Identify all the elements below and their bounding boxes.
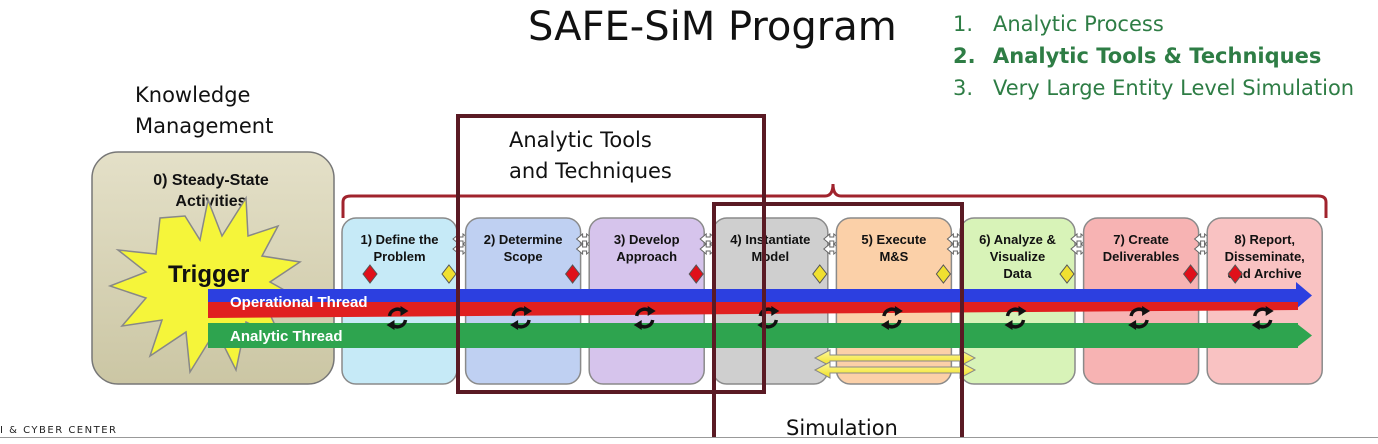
red-diamond-icon xyxy=(1182,264,1199,284)
step-label-line: Problem xyxy=(373,249,425,264)
operational-thread-label: Operational Thread xyxy=(230,294,368,311)
operational-thread-red xyxy=(208,302,1298,318)
cycles-group xyxy=(386,306,1274,330)
step-label-line: 8) Report, xyxy=(1234,232,1295,247)
analytic-tools-label: Analytic Tools and Techniques xyxy=(509,125,672,187)
yellow-diamond-icon xyxy=(812,264,828,284)
page-title: SAFE-SiM Program xyxy=(528,4,897,50)
knowledge-management-label: Knowledge Management xyxy=(135,80,273,142)
analytic-thread-arrowhead xyxy=(1296,323,1312,348)
step-label-line: Visualize xyxy=(990,249,1045,264)
cycle-icon xyxy=(510,306,533,330)
cycle-icon xyxy=(1251,306,1274,330)
footer-text: I & CYBER CENTER xyxy=(0,425,118,436)
outline-text: Very Large Entity Level Simulation xyxy=(993,76,1355,100)
step-label-line: 2) Determine xyxy=(484,232,563,247)
outline-number: 2. xyxy=(953,44,976,68)
yellow-diamond-icon xyxy=(935,264,952,284)
operational-thread-blue xyxy=(208,289,1298,302)
step-label-line: 4) Instantiate xyxy=(730,232,810,247)
step-label-line: 7) Create xyxy=(1113,232,1169,247)
red-diamond-icon xyxy=(1227,264,1243,284)
cycle-icon xyxy=(633,306,656,330)
outline-number: 1. xyxy=(953,12,974,36)
att-line-2: and Techniques xyxy=(509,159,672,183)
outline-item-3: 3. Very Large Entity Level Simulation xyxy=(953,72,1354,104)
outline-list: 1. Analytic Process 2. Analytic Tools & Te… xyxy=(953,8,1354,104)
red-diamond-icon xyxy=(564,264,581,284)
operational-thread-arrowhead xyxy=(1296,282,1312,309)
step-label-line: 5) Execute xyxy=(861,232,926,247)
steady-state-line-1: 0) Steady-State xyxy=(153,172,269,189)
analytic-thread-label: Analytic Thread xyxy=(230,328,343,345)
threads-group: Operational Thread Analytic Thread xyxy=(208,282,1312,348)
trigger-label: Trigger xyxy=(168,261,249,288)
step-label-line: Deliverables xyxy=(1103,249,1180,264)
cycle-icon xyxy=(386,306,409,330)
step-label-line: Approach xyxy=(616,249,677,264)
red-diamond-icon xyxy=(688,264,704,284)
step-label-line: Disseminate, xyxy=(1225,249,1305,264)
analytic-tools-frame xyxy=(456,114,766,394)
att-line-1: Analytic Tools xyxy=(509,128,652,152)
outline-text: Analytic Process xyxy=(993,12,1164,36)
outline-text: Analytic Tools & Techniques xyxy=(993,44,1322,68)
red-diamond-icon xyxy=(362,264,378,284)
yellow-diamond-icon xyxy=(441,264,457,284)
steady-state-line-2: Activities xyxy=(175,193,246,210)
outline-item-2: 2. Analytic Tools & Techniques xyxy=(953,40,1354,72)
analytic-thread xyxy=(208,323,1298,348)
simulation-double-arrow-icon xyxy=(813,349,977,379)
outline-number: 3. xyxy=(953,76,974,100)
cycle-icon xyxy=(880,306,903,330)
step-label-line: Data xyxy=(1003,266,1032,281)
step-label-line: and Archive xyxy=(1228,266,1302,281)
km-line-1: Knowledge xyxy=(135,83,251,107)
step-label-line: Model xyxy=(752,249,790,264)
step-label-line: 6) Analyze & xyxy=(979,232,1056,247)
step-label-line: Scope xyxy=(504,249,543,264)
simulation-label: Simulation xyxy=(786,416,898,440)
steps-brace xyxy=(341,183,1328,218)
outline-item-1: 1. Analytic Process xyxy=(953,8,1354,40)
step-label-line: 3) Develop xyxy=(614,232,680,247)
simulation-frame xyxy=(712,202,964,438)
step-label-line: M&S xyxy=(879,249,908,264)
cycle-icon xyxy=(1128,306,1151,330)
yellow-diamond-icon xyxy=(1059,264,1075,284)
cycle-icon xyxy=(1004,306,1027,330)
step-label-line: 1) Define the xyxy=(360,232,438,247)
km-line-2: Management xyxy=(135,114,274,138)
